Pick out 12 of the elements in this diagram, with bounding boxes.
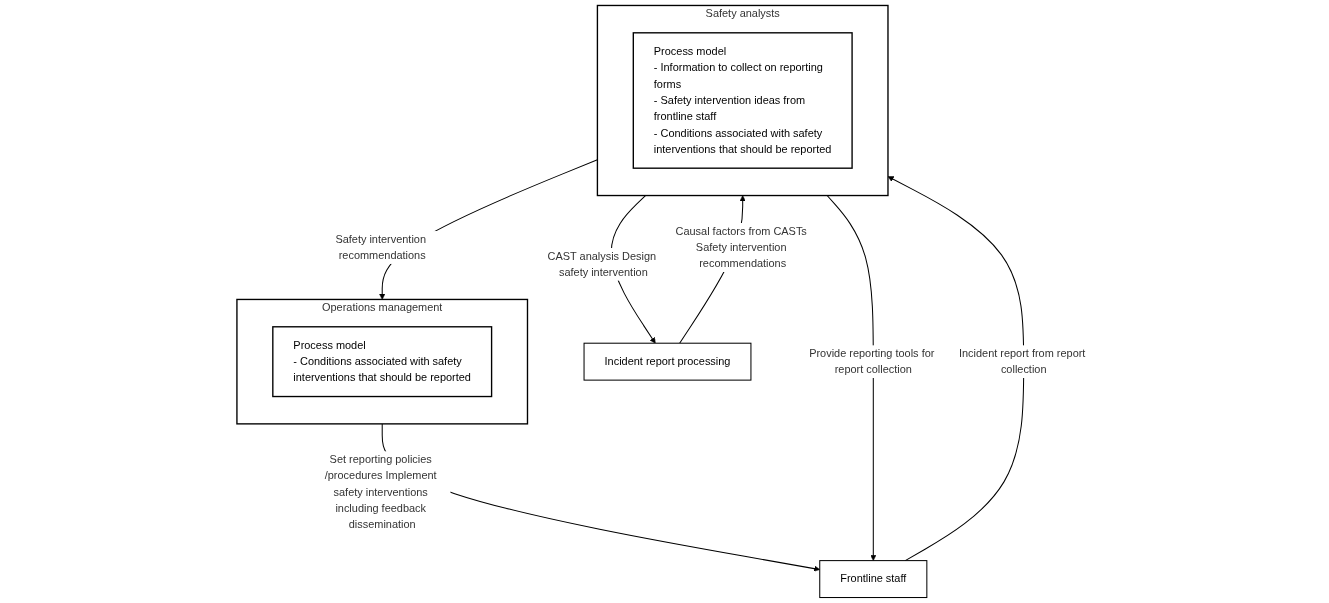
node-box: Frontline staff — [819, 560, 928, 599]
edge-label: Safety intervention recommendations — [335, 233, 426, 262]
edge-label: Incident report from report collection — [958, 347, 1086, 376]
edge-label: Causal factors from CASTs Safety intervention recommendations — [675, 224, 807, 270]
arrow — [887, 176, 1025, 562]
node-box: Incident report processing — [583, 342, 752, 381]
arrow — [826, 195, 877, 561]
edge-label: Set reporting policies /procedures Implement safety interventions including feedback dissemination — [324, 453, 437, 531]
edge-label: CAST analysis Design safety intervention — [547, 249, 657, 278]
edge-label: Provide reporting tools for report collection — [809, 347, 935, 376]
node-box: Process model - Conditions associated with safety interventions that should be reported — [272, 326, 493, 398]
node-box: Process model - Information to collect on reporting forms - Safety intervention ideas from frontline staff - Conditions associated with safety interventions that should be reported — [632, 32, 853, 169]
